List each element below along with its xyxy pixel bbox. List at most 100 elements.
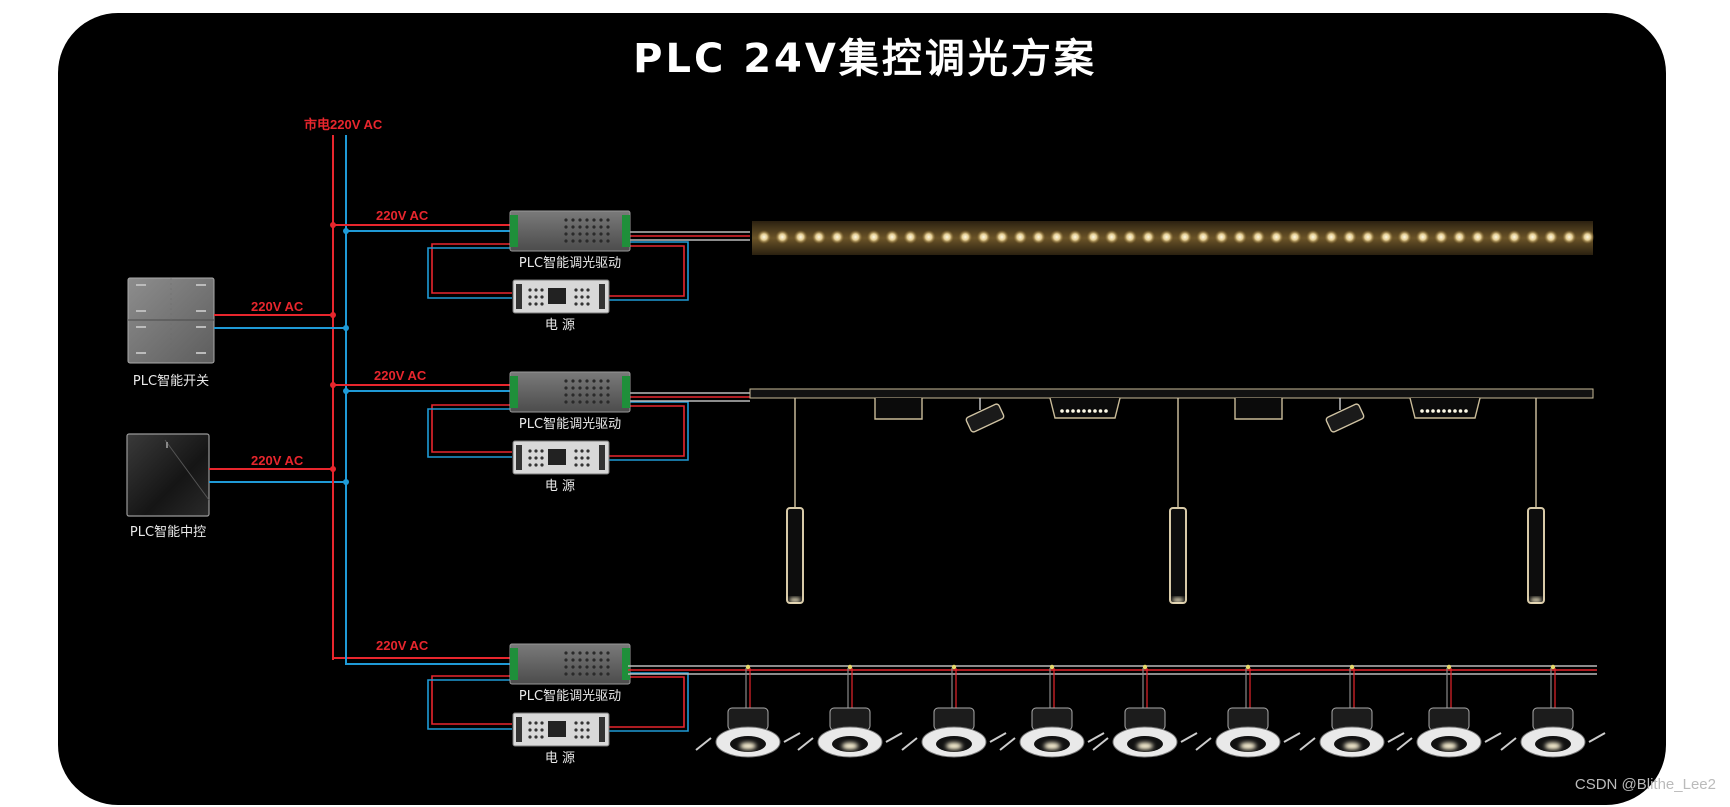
led-dot (958, 230, 973, 244)
circuit2-feed-label: 220V AC (374, 368, 427, 383)
driver-label: PLC智能调光驱动 (519, 689, 621, 704)
led-dot (830, 230, 845, 244)
linear-led (1436, 409, 1441, 413)
dimming-driver-2: PLC智能调光驱动 (509, 371, 631, 432)
linear-led (1087, 409, 1092, 413)
led-dot (1470, 230, 1485, 244)
switch-feed-wires (214, 312, 349, 331)
led-dot (1287, 230, 1302, 244)
led-dot (885, 230, 900, 244)
led-dot (1269, 230, 1284, 244)
circuit-2 (330, 382, 750, 461)
driver-label: PLC智能调光驱动 (519, 256, 621, 271)
circuit3-feed-label: 220V AC (376, 638, 429, 653)
led-dot (848, 230, 863, 244)
led-dot (1159, 230, 1174, 244)
power-supply-label: 电 源 (545, 479, 575, 494)
led-dot (1104, 230, 1119, 244)
led-dot (1086, 230, 1101, 244)
led-dot (1342, 230, 1357, 244)
led-dot (940, 230, 954, 244)
linear-led (1425, 409, 1430, 413)
led-dot (757, 230, 771, 244)
driver-label: PLC智能调光驱动 (519, 417, 621, 432)
pendant-light-icon (1169, 398, 1187, 604)
led-dot (976, 230, 991, 244)
circuit1-feed-label: 220V AC (376, 208, 429, 223)
led-dot (1214, 230, 1229, 244)
downlight-icon (1092, 664, 1198, 758)
power-supply-2: 电 源 (512, 440, 610, 494)
linear-led (1464, 409, 1468, 413)
led-dot (1379, 230, 1394, 244)
led-dot (1452, 230, 1467, 244)
downlight-icon (1299, 664, 1405, 758)
led-dot (1068, 230, 1083, 244)
led-dot (1397, 230, 1412, 244)
led-dot (1306, 230, 1320, 244)
central-feed-wires (209, 466, 349, 485)
mains-bus (332, 135, 347, 665)
led-dot (994, 230, 1009, 244)
led-dot (1013, 230, 1028, 244)
downlight-icon (1195, 664, 1301, 758)
downlight-group (695, 664, 1606, 758)
track-light-icon (749, 388, 1594, 604)
linear-led (1431, 409, 1435, 413)
led-dot (1360, 230, 1375, 244)
downlight-icon (797, 664, 903, 758)
led-dot (1324, 230, 1339, 244)
linear-light-1 (1049, 397, 1121, 419)
linear-led (1447, 409, 1452, 413)
linear-led (1076, 409, 1081, 413)
led-dot (1525, 230, 1540, 244)
linear-led (1453, 409, 1457, 413)
switch-feed-label: 220V AC (251, 299, 304, 314)
circuit-3 (332, 400, 689, 732)
led-dot (775, 230, 790, 244)
downlight-icon (1396, 664, 1502, 758)
track-head-1 (874, 398, 923, 420)
dimming-driver-3: PLC智能调光驱动 (509, 643, 631, 704)
led-dot (1141, 230, 1156, 244)
power-supply-3: 电 源 (512, 712, 610, 766)
linear-led (1442, 409, 1446, 413)
power-supply-1: 电 源 (512, 279, 610, 333)
downlight-icon (1500, 664, 1606, 758)
led-dot (1251, 230, 1266, 244)
led-dot (866, 230, 881, 244)
linear-led (1104, 409, 1108, 413)
linear-led (1458, 409, 1463, 413)
led-dot (1232, 230, 1247, 244)
led-dot (1434, 230, 1449, 244)
led-dot (1580, 230, 1595, 244)
watermark: CSDN @Blithe_Lee2 (1574, 776, 1716, 793)
led-dot (1123, 230, 1137, 244)
linear-led (1071, 409, 1075, 413)
central-control (126, 433, 210, 517)
led-dot (793, 230, 808, 244)
downlight-icon (695, 664, 801, 758)
led-dot (1177, 230, 1192, 244)
downlight-icon (901, 664, 1007, 758)
dimming-driver-1: PLC智能调光驱动 (509, 210, 631, 271)
central-feed-label: 220V AC (251, 453, 304, 468)
led-strip-icon (752, 221, 1595, 255)
diagram-panel (58, 13, 1666, 805)
led-dot (1507, 230, 1522, 244)
mains-label: 市电220V AC (304, 117, 383, 132)
led-dot (1489, 230, 1503, 244)
linear-led (1093, 409, 1097, 413)
downlight-bus (628, 665, 1597, 675)
linear-led (1098, 409, 1103, 413)
linear-led (1065, 409, 1070, 413)
linear-light-2 (1409, 397, 1481, 419)
linear-led (1420, 409, 1424, 413)
pendant-light-icon (786, 398, 804, 604)
pendant-light-icon (1527, 398, 1545, 604)
diagram-title: PLC 24V集控调光方案 (633, 36, 1097, 82)
led-dot (903, 230, 918, 244)
downlight-icon (999, 664, 1105, 758)
